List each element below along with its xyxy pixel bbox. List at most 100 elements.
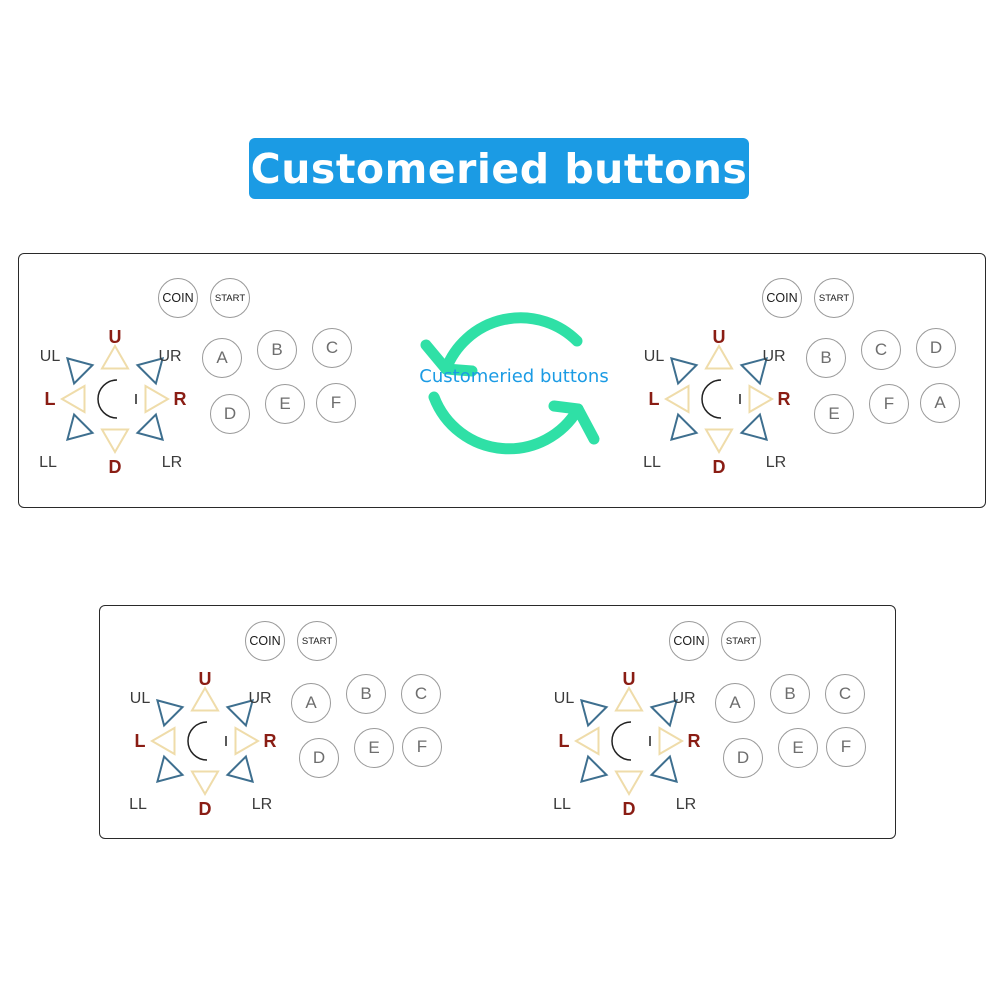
up-triangle-icon[interactable] — [190, 686, 220, 712]
direction-label-ll: LL — [553, 796, 571, 813]
left-triangle-icon[interactable] — [664, 384, 690, 414]
direction-label-l: L — [134, 731, 146, 751]
action-button[interactable]: D — [210, 394, 250, 434]
action-button[interactable]: F — [316, 383, 356, 423]
up-right-triangle-icon[interactable] — [135, 356, 165, 386]
direction-label-d: D — [198, 799, 212, 819]
action-button[interactable]: D — [299, 738, 339, 778]
direction-label-ul: UL — [39, 348, 61, 365]
down-triangle-icon[interactable] — [100, 428, 130, 454]
coin-button[interactable]: COIN — [158, 278, 198, 318]
direction-label-d: D — [622, 799, 636, 819]
up-triangle-icon[interactable] — [704, 344, 734, 370]
up-left-triangle-icon[interactable] — [669, 356, 699, 386]
action-button[interactable]: A — [920, 383, 960, 423]
down-left-triangle-icon[interactable] — [669, 412, 699, 442]
action-button[interactable]: A — [715, 683, 755, 723]
action-button[interactable]: F — [402, 727, 442, 767]
action-button[interactable]: C — [861, 330, 901, 370]
right-triangle-icon[interactable] — [658, 726, 684, 756]
start-button[interactable]: START — [297, 621, 337, 661]
down-triangle-icon[interactable] — [614, 770, 644, 796]
up-triangle-icon[interactable] — [100, 344, 130, 370]
action-button[interactable]: B — [806, 338, 846, 378]
coin-button[interactable]: COIN — [245, 621, 285, 661]
down-right-triangle-icon[interactable] — [225, 754, 255, 784]
action-button[interactable]: A — [202, 338, 242, 378]
up-left-triangle-icon[interactable] — [579, 698, 609, 728]
direction-label-lr: LR — [675, 796, 697, 813]
title-banner: Customeried buttons — [249, 138, 749, 199]
action-button[interactable]: F — [869, 384, 909, 424]
down-triangle-icon[interactable] — [190, 770, 220, 796]
action-button[interactable]: C — [401, 674, 441, 714]
direction-label-lr: LR — [765, 454, 787, 471]
action-button[interactable]: E — [814, 394, 854, 434]
direction-label-r: R — [777, 389, 791, 409]
coin-button[interactable]: COIN — [762, 278, 802, 318]
action-button[interactable]: E — [354, 728, 394, 768]
left-triangle-icon[interactable] — [60, 384, 86, 414]
down-right-triangle-icon[interactable] — [739, 412, 769, 442]
start-button[interactable]: START — [210, 278, 250, 318]
joystick-ring[interactable] — [701, 379, 722, 419]
refresh-arrows-icon — [420, 312, 600, 455]
right-triangle-icon[interactable] — [748, 384, 774, 414]
down-left-triangle-icon[interactable] — [65, 412, 95, 442]
direction-label-u: U — [622, 669, 636, 689]
joystick-ring[interactable] — [97, 379, 118, 419]
up-right-triangle-icon[interactable] — [649, 698, 679, 728]
action-button[interactable]: B — [346, 674, 386, 714]
direction-label-ll: LL — [39, 454, 57, 471]
start-button[interactable]: START — [721, 621, 761, 661]
direction-label-lr: LR — [251, 796, 273, 813]
down-right-triangle-icon[interactable] — [649, 754, 679, 784]
left-triangle-icon[interactable] — [574, 726, 600, 756]
up-right-triangle-icon[interactable] — [225, 698, 255, 728]
action-button[interactable]: F — [826, 727, 866, 767]
action-button[interactable]: E — [778, 728, 818, 768]
direction-label-l: L — [648, 389, 660, 409]
joystick-ring[interactable] — [611, 721, 632, 761]
up-left-triangle-icon[interactable] — [155, 698, 185, 728]
right-triangle-icon[interactable] — [144, 384, 170, 414]
joystick-diagram — [664, 344, 774, 454]
action-button[interactable]: B — [257, 330, 297, 370]
direction-label-r: R — [687, 731, 701, 751]
joystick-diagram — [150, 686, 260, 796]
direction-label-ul: UL — [553, 690, 575, 707]
action-button[interactable]: C — [312, 328, 352, 368]
swap-indicator: Customeried buttons — [404, 299, 624, 479]
right-triangle-icon[interactable] — [234, 726, 260, 756]
down-left-triangle-icon[interactable] — [579, 754, 609, 784]
coin-button[interactable]: COIN — [669, 621, 709, 661]
down-right-triangle-icon[interactable] — [135, 412, 165, 442]
up-triangle-icon[interactable] — [614, 686, 644, 712]
down-triangle-icon[interactable] — [704, 428, 734, 454]
direction-label-u: U — [712, 327, 726, 347]
left-triangle-icon[interactable] — [150, 726, 176, 756]
action-button[interactable]: C — [825, 674, 865, 714]
direction-label-r: R — [263, 731, 277, 751]
down-left-triangle-icon[interactable] — [155, 754, 185, 784]
action-button[interactable]: D — [723, 738, 763, 778]
action-button[interactable]: D — [916, 328, 956, 368]
joystick-ring[interactable] — [187, 721, 208, 761]
action-button[interactable]: B — [770, 674, 810, 714]
direction-label-u: U — [198, 669, 212, 689]
direction-label-d: D — [712, 457, 726, 477]
up-right-triangle-icon[interactable] — [739, 356, 769, 386]
swap-label: Customeried buttons — [419, 366, 609, 387]
up-left-triangle-icon[interactable] — [65, 356, 95, 386]
action-button[interactable]: A — [291, 683, 331, 723]
start-button[interactable]: START — [814, 278, 854, 318]
action-button[interactable]: E — [265, 384, 305, 424]
direction-label-ll: LL — [643, 454, 661, 471]
direction-label-d: D — [108, 457, 122, 477]
direction-label-ul: UL — [643, 348, 665, 365]
